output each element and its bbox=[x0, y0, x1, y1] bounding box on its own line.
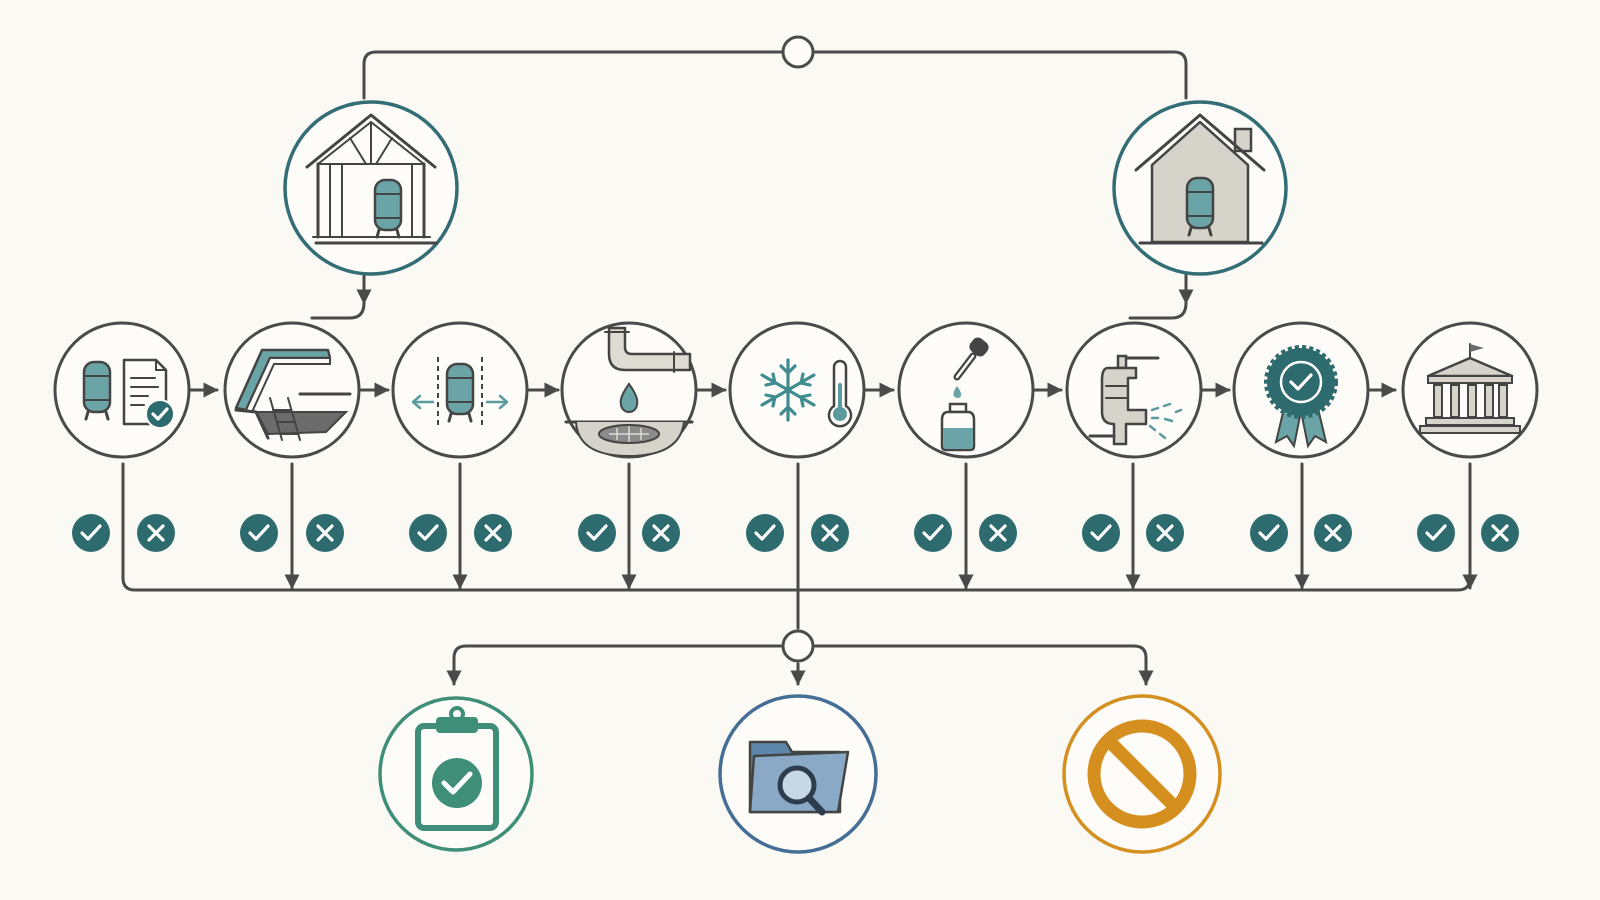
outcome-step-8 bbox=[1250, 514, 1352, 552]
fail-badge[interactable] bbox=[1146, 514, 1184, 552]
pass-badge[interactable] bbox=[1082, 514, 1120, 552]
result-further-review[interactable] bbox=[718, 694, 878, 854]
start-junction bbox=[781, 35, 815, 69]
pass-badge[interactable] bbox=[72, 514, 110, 552]
certified-seal-ribbon-icon bbox=[1264, 345, 1338, 449]
pass-badge[interactable] bbox=[1250, 514, 1288, 552]
snowflake-and-thermometer-icon bbox=[760, 358, 853, 428]
house-frame-with-water-tank-icon bbox=[305, 113, 438, 245]
fail-badge[interactable] bbox=[979, 514, 1017, 552]
pass-badge[interactable] bbox=[578, 514, 616, 552]
connector-lines bbox=[121, 50, 1478, 686]
step-tank-documentation[interactable] bbox=[53, 321, 191, 459]
connector-to-step-two bbox=[310, 301, 366, 320]
government-building-icon bbox=[1419, 343, 1521, 434]
fail-badge[interactable] bbox=[1314, 514, 1352, 552]
fail-badge[interactable] bbox=[811, 514, 849, 552]
step-outcome-badges bbox=[72, 514, 1519, 552]
step-authority-filing[interactable] bbox=[1401, 321, 1539, 459]
fail-badge[interactable] bbox=[642, 514, 680, 552]
prohibited-circle-icon bbox=[1087, 719, 1197, 829]
entry-new-construction[interactable] bbox=[283, 100, 459, 276]
result-approved[interactable] bbox=[378, 696, 534, 852]
dropper-and-sample-bottle-icon bbox=[940, 337, 989, 452]
outcome-step-6 bbox=[914, 514, 1017, 552]
clipboard-check-icon bbox=[415, 706, 499, 831]
faucet-spraying-water-icon bbox=[1088, 354, 1183, 446]
pass-badge[interactable] bbox=[240, 514, 278, 552]
step-water-sample[interactable] bbox=[897, 321, 1035, 459]
pipe-drip-over-floor-drain-icon bbox=[564, 326, 694, 458]
pass-badge[interactable] bbox=[1417, 514, 1455, 552]
finished-house-with-water-tank-icon bbox=[1134, 113, 1266, 245]
fail-badge[interactable] bbox=[306, 514, 344, 552]
step-tank-clearance[interactable] bbox=[391, 321, 529, 459]
tank-with-approved-document-icon bbox=[82, 358, 175, 429]
entry-existing-home[interactable] bbox=[1112, 100, 1288, 276]
folder-magnifier-icon bbox=[748, 740, 850, 816]
outcome-step-1 bbox=[72, 514, 175, 552]
pass-badge[interactable] bbox=[409, 514, 447, 552]
outcome-step-9 bbox=[1417, 514, 1519, 552]
arrow-to-rejected bbox=[813, 644, 1154, 686]
step-crawlspace-access[interactable] bbox=[223, 321, 361, 459]
result-rejected[interactable] bbox=[1062, 694, 1222, 854]
step-certification[interactable] bbox=[1232, 321, 1370, 459]
step-drain-leak-check[interactable] bbox=[560, 321, 698, 459]
step-freeze-protection[interactable] bbox=[728, 321, 866, 459]
open-hatch-with-ladder-icon bbox=[234, 348, 352, 441]
decision-junction bbox=[781, 629, 815, 663]
pass-badge[interactable] bbox=[914, 514, 952, 552]
arrow-to-approved bbox=[446, 644, 783, 686]
pass-badge[interactable] bbox=[746, 514, 784, 552]
tank-with-clearance-arrows-icon bbox=[411, 357, 509, 428]
outcome-step-5 bbox=[746, 514, 849, 552]
fail-badge[interactable] bbox=[1481, 514, 1519, 552]
outcome-step-7 bbox=[1082, 514, 1184, 552]
connector-top-left bbox=[362, 50, 783, 100]
outcome-step-2 bbox=[240, 514, 344, 552]
outcome-step-4 bbox=[578, 514, 680, 552]
fail-badge[interactable] bbox=[137, 514, 175, 552]
step-fixture-flow-test[interactable] bbox=[1065, 321, 1203, 459]
outcome-step-3 bbox=[409, 514, 512, 552]
fail-badge[interactable] bbox=[474, 514, 512, 552]
connector-to-step-seven bbox=[1128, 301, 1188, 320]
connector-top-right bbox=[797, 50, 1188, 100]
